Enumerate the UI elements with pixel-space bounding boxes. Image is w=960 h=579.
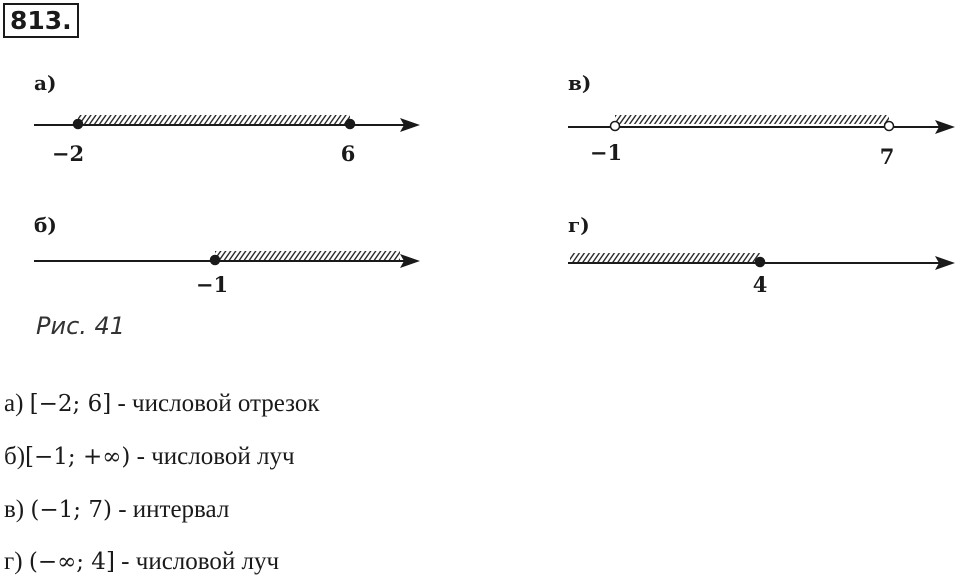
number-line-b-point-1 (209, 254, 221, 266)
answer-b-text: - числовой луч (130, 443, 295, 470)
answer-b: б)[−1; +∞) - числовой луч (4, 443, 295, 471)
answer-g-text: - числовой луч (114, 548, 280, 575)
answer-g-prefix: г) (4, 548, 29, 575)
number-line-b-hatch (215, 251, 400, 260)
answer-v: в) (−1; 7) - интервал (4, 496, 229, 524)
number-line-b-arrow (400, 254, 420, 268)
number-line-g-point-1 (754, 256, 766, 268)
number-lines-figure: а) −2 6 б) −1 в) −1 7 г) 4 (34, 71, 955, 297)
number-line-v-tick-2: 7 (880, 144, 895, 169)
number-line-v-point-2 (883, 120, 895, 132)
answer-v-interval: (−1; 7) (30, 497, 112, 523)
number-line-a: а) −2 6 (34, 71, 420, 166)
number-line-g-tick-1: 4 (753, 272, 768, 297)
answer-v-prefix: в) (4, 496, 31, 523)
number-line-v-hatch (615, 115, 889, 124)
answer-a-prefix: а) (4, 390, 30, 417)
number-line-v-arrow (935, 120, 955, 134)
number-line-v-tick-1: −1 (590, 140, 622, 165)
answer-a-text: - числовой отрезок (111, 390, 320, 417)
number-line-g-arrow (935, 256, 955, 270)
answer-v-text: - интервал (111, 496, 230, 523)
number-line-a-hatch (78, 115, 350, 124)
answer-g: г) (−∞; 4] - числовой луч (4, 548, 279, 576)
answer-g-interval: (−∞; 4] (28, 549, 115, 575)
number-line-a-point-1 (72, 118, 84, 130)
number-line-v: в) −1 7 (568, 71, 955, 169)
problem-number: 813. (3, 3, 79, 38)
number-line-b: б) −1 (34, 213, 420, 297)
figure-caption: Рис. 41 (36, 312, 126, 340)
number-line-a-label: а) (34, 71, 56, 95)
number-line-g-label: г) (568, 213, 590, 237)
number-line-b-tick-1: −1 (196, 272, 228, 297)
answer-a: а) [−2; 6] - числовой отрезок (4, 390, 320, 418)
number-line-a-tick-1: −2 (52, 141, 84, 166)
number-line-g: г) 4 (568, 213, 955, 297)
answer-b-interval: [−1; +∞) (25, 444, 131, 470)
answer-a-interval: [−2; 6] (29, 391, 112, 417)
number-line-a-point-2 (344, 118, 356, 130)
number-line-a-tick-2: 6 (341, 141, 356, 166)
number-line-a-arrow (400, 118, 420, 132)
number-line-g-hatch (570, 253, 760, 262)
number-line-v-label: в) (568, 71, 591, 95)
number-line-v-point-1 (609, 120, 621, 132)
answer-b-prefix: б) (4, 443, 26, 470)
number-line-b-label: б) (34, 213, 57, 237)
